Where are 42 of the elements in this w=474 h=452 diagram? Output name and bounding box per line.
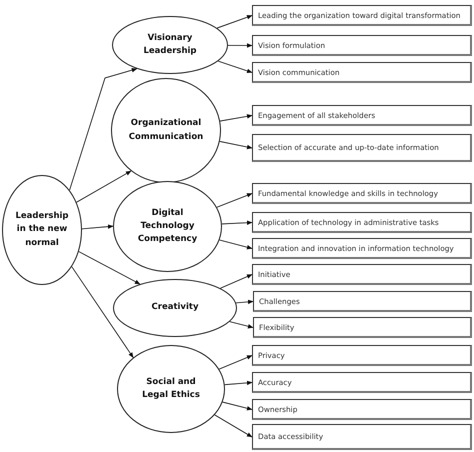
item-box	[252, 134, 472, 162]
item-box	[252, 105, 472, 126]
arrow	[228, 43, 253, 48]
arrow	[69, 68, 138, 191]
arrow	[220, 274, 253, 289]
arrow	[218, 355, 253, 370]
arrow	[214, 414, 252, 438]
arrow	[224, 380, 253, 386]
arrow	[229, 321, 254, 328]
arrow	[222, 220, 253, 225]
item-box	[252, 62, 472, 83]
item-box	[252, 345, 472, 366]
arrow	[220, 114, 253, 122]
node-label: Social and Legal Ethics	[141, 376, 201, 402]
arrow	[216, 193, 253, 208]
arrow	[71, 266, 134, 358]
node-label: Creativity	[152, 301, 198, 314]
arrow	[218, 60, 253, 74]
item-box	[253, 291, 472, 312]
arrow	[78, 251, 140, 284]
arrow	[219, 240, 253, 250]
node-label: Organizational Communication	[128, 117, 204, 144]
item-box	[252, 264, 472, 285]
node-label: Visionary Leadership	[142, 32, 198, 58]
item-box	[252, 35, 472, 56]
arrow	[236, 300, 254, 304]
item-box	[252, 424, 472, 450]
node-label: Digital Technology Competency	[136, 206, 198, 246]
item-box	[252, 212, 472, 233]
concept-ellipse	[113, 279, 237, 337]
arrow	[216, 15, 253, 28]
arrow	[219, 141, 253, 150]
arrow	[76, 170, 132, 203]
item-box	[252, 372, 472, 393]
item-box	[253, 317, 472, 338]
arrow	[222, 402, 253, 410]
item-box	[252, 5, 472, 26]
item-box	[252, 183, 472, 204]
arrow	[82, 224, 114, 230]
item-box	[252, 399, 472, 420]
item-box	[252, 238, 472, 259]
node-label: Leadership in the new normal	[14, 210, 70, 250]
